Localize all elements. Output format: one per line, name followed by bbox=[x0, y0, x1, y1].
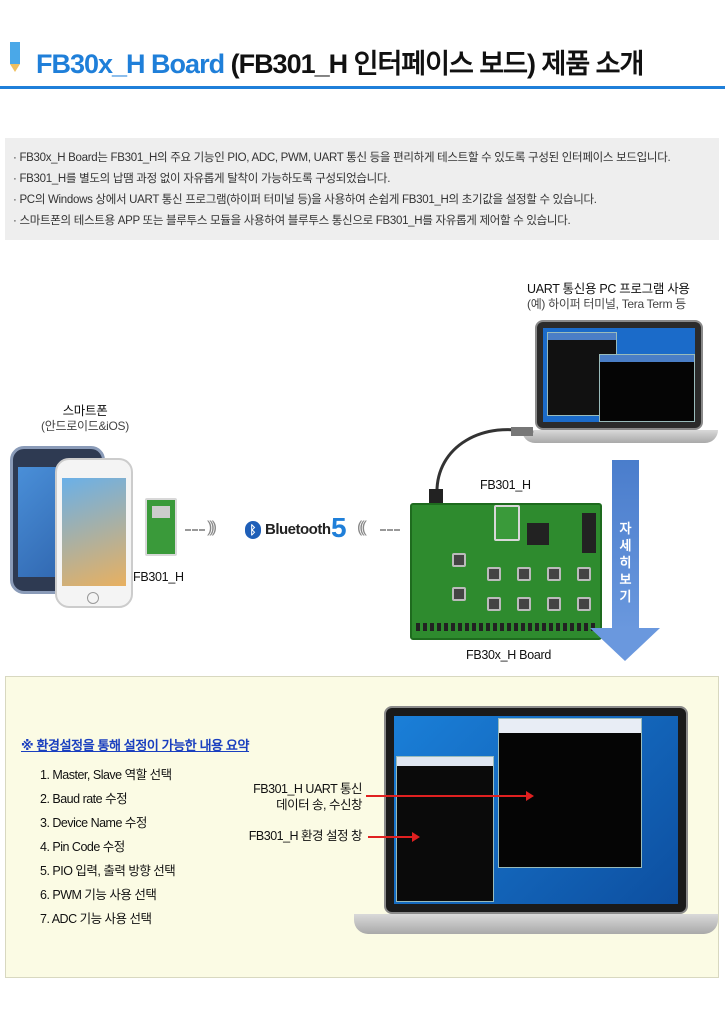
page-title: FB30x_H Board (FB301_H 인터페이스 보드) 제품 소개 bbox=[36, 42, 645, 81]
bluetooth-link: ))) ᛒ Bluetooth 5 ((( bbox=[185, 512, 400, 545]
bluetooth-text: Bluetooth bbox=[265, 521, 331, 538]
module-label-left: FB301_H bbox=[133, 570, 184, 584]
settings-item: 6. PWM 기능 사용 선택 bbox=[40, 888, 157, 902]
settings-item: 7. ADC 기능 사용 선택 bbox=[40, 912, 152, 926]
summary-item: 스마트폰의 테스트용 APP 또는 블루투스 모듈을 사용하여 블루투스 통신으… bbox=[13, 211, 711, 232]
uart-window bbox=[498, 718, 642, 868]
pencil-icon bbox=[10, 42, 20, 72]
fb301h-module bbox=[145, 498, 177, 556]
settings-item: 2. Baud rate 수정 bbox=[40, 792, 128, 806]
fb30x-board bbox=[410, 503, 602, 640]
callout-config: FB301_H 환경 설정 창 bbox=[248, 829, 363, 843]
settings-item: 4. Pin Code 수정 bbox=[40, 840, 125, 854]
callout-uart: FB301_H UART 통신 데이터 송, 수신창 bbox=[253, 782, 362, 812]
iphone bbox=[55, 458, 133, 608]
module-label-top: FB301_H bbox=[480, 478, 531, 492]
smartphone-sublabel: (안드로이드&iOS) bbox=[41, 419, 129, 433]
title-accent: FB30x_H Board bbox=[36, 49, 225, 79]
signal-waves-right: ((( bbox=[357, 519, 367, 536]
page-header: FB30x_H Board (FB301_H 인터페이스 보드) 제품 소개 bbox=[0, 0, 725, 95]
pc-label: UART 통신용 PC 프로그램 사용 bbox=[527, 282, 690, 296]
pin-header bbox=[416, 623, 598, 631]
settings-summary-box: ※ 환경설정을 통해 설정이 가능한 내용 요약 1. Master, Slav… bbox=[5, 676, 719, 978]
settings-item: 1. Master, Slave 역할 선택 bbox=[40, 768, 172, 782]
summary-item: FB301_H를 별도의 납땜 과정 없이 자유롭게 탈착이 가능하도록 구성되… bbox=[13, 169, 711, 190]
title-rest: (FB301_H 인터페이스 보드) 제품 소개 bbox=[224, 49, 645, 79]
header-divider bbox=[0, 86, 725, 89]
config-window bbox=[396, 756, 494, 902]
fb301h-socket bbox=[494, 505, 520, 541]
settings-list: 1. Master, Slave 역할 선택 2. Baud rate 수정 3… bbox=[40, 763, 176, 931]
config-laptop-screen bbox=[384, 706, 688, 914]
board-label: FB30x_H Board bbox=[466, 648, 552, 662]
callout-config-line bbox=[368, 836, 414, 838]
uart-terminal bbox=[599, 354, 695, 422]
callout-uart-line bbox=[366, 795, 526, 797]
home-button bbox=[87, 592, 99, 604]
settings-item: 3. Device Name 수정 bbox=[40, 816, 147, 830]
summary-box: FB30x_H Board는 FB301_H의 주요 기능인 PIO, ADC,… bbox=[5, 138, 719, 240]
smartphone-label: 스마트폰 bbox=[62, 404, 108, 418]
laptop-screen bbox=[535, 320, 703, 430]
bluetooth-icon: ᛒ bbox=[245, 521, 261, 539]
pc-sublabel: (예) 하이퍼 터미널, Tera Term 등 bbox=[527, 297, 686, 311]
bluetooth-version: 5 bbox=[331, 512, 347, 543]
summary-item: PC의 Windows 상에서 UART 통신 프로그램(하이퍼 터미널 등)을… bbox=[13, 190, 711, 211]
settings-item: 5. PIO 입력, 출력 방향 선택 bbox=[40, 864, 176, 878]
signal-waves-left: ))) bbox=[207, 519, 217, 536]
settings-title: ※ 환경설정을 통해 설정이 가능한 내용 요약 bbox=[21, 738, 250, 753]
summary-item: FB30x_H Board는 FB301_H의 주요 기능인 PIO, ADC,… bbox=[13, 148, 711, 169]
